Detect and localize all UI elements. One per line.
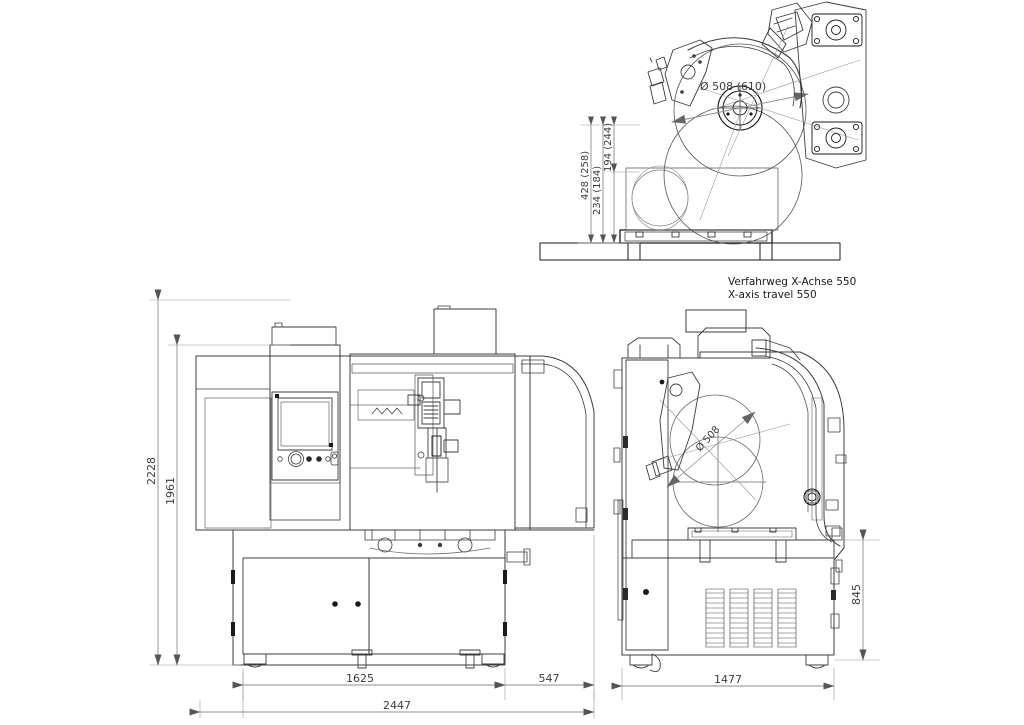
dim-194-244-label: 194 (244) <box>603 123 614 172</box>
rear-guard-arc <box>504 355 595 531</box>
steady-rest-arm <box>647 39 713 107</box>
tool-turret <box>761 2 813 59</box>
work-enclosure <box>349 353 516 531</box>
side-top-covers <box>627 309 801 361</box>
control-panel[interactable] <box>269 344 341 521</box>
side-bed <box>631 527 835 563</box>
front-main-body <box>195 355 531 666</box>
dim-428-258-label: 428 (258) <box>580 151 591 200</box>
front-dimensions <box>149 289 595 719</box>
top-view-vertical-dimensions <box>577 116 641 244</box>
x-axis-carriage <box>619 229 773 244</box>
side-right-fittings <box>830 559 843 629</box>
dim-2228-label: 2228 <box>145 457 158 485</box>
top-tank <box>433 305 497 355</box>
side-dimensions <box>611 529 881 701</box>
chip-pan <box>364 529 496 555</box>
spindle-head-section-view <box>539 1 867 261</box>
front-elevation-view <box>149 289 595 719</box>
leveling-feet <box>243 649 505 669</box>
side-main-body <box>621 351 845 656</box>
side-guard-rails <box>755 347 847 547</box>
tool-slide-assembly <box>407 377 461 493</box>
top-diameter-label: Ø 508 (610) <box>700 80 766 93</box>
cabinet-door-left <box>242 557 370 655</box>
dim-845-label: 845 <box>850 584 863 605</box>
side-steady-arm <box>645 371 701 481</box>
caption-en: X-axis travel 550 <box>728 289 817 301</box>
side-left-panel <box>613 359 669 651</box>
dim-1961-label: 1961 <box>164 477 177 505</box>
headstock-housing <box>794 1 867 169</box>
emergency-stop <box>288 451 304 467</box>
caption-de: Verfahrweg X-Achse 550 <box>728 276 856 288</box>
side-leveling-feet <box>629 653 829 673</box>
upper-column-cover <box>271 322 337 346</box>
door-knob-right <box>355 601 361 607</box>
dim-547-label: 547 <box>539 672 560 685</box>
dim-234-184-label: 234 (184) <box>592 166 603 215</box>
dim-2447-label: 2447 <box>383 699 411 712</box>
indicator-lamp <box>277 456 283 462</box>
hmi-screen <box>280 401 330 447</box>
machine-rail <box>539 242 841 261</box>
cabinet-door-right <box>368 557 506 655</box>
side-swing-circles <box>669 394 767 533</box>
door-knob-left <box>332 601 338 607</box>
ventilation-louvers <box>705 588 797 648</box>
dim-1625-label: 1625 <box>346 672 374 685</box>
side-access-port <box>803 488 821 506</box>
side-elevation-view <box>611 309 881 701</box>
lower-cabinet <box>231 548 531 655</box>
dim-1477-label: 1477 <box>714 673 742 686</box>
